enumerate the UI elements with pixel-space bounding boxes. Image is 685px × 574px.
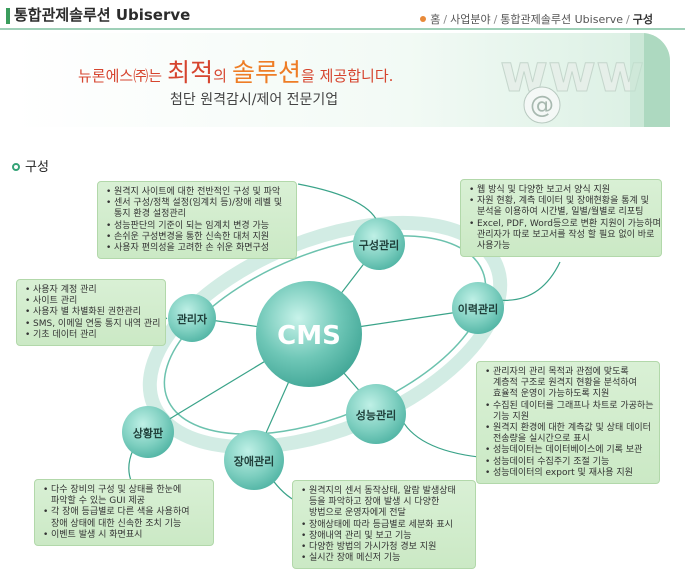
node-perf: 성능관리 [356,408,396,422]
box-config: 원격지 사이트에 대한 전반적인 구성 및 파악 센서 구성/정책 설정(임계치… [97,181,297,260]
box-history: 웹 방식 및 다양한 보고서 양식 지원 자원 현황, 계측 데이터 및 장애현… [460,179,662,258]
page-header: 통합관제솔루션 Ubiserve 홈/사업분야/통합관제솔루션 Ubiserve… [0,0,685,30]
list-item: 관리자가 따로 보고서를 작성 할 필요 없이 바로 [477,229,655,240]
node-admin: 관리자 [177,312,208,326]
node-status: 상황판 [133,426,163,440]
list-item: 다양한 방법의 가시가청 경보 지원 [301,542,469,553]
list-item: 이벤트 발생 시 화면표시 [43,530,207,541]
slogan-subtitle: 첨단 원격감시/제어 전문기업 [170,92,339,108]
slogan-solution: 솔루션 [232,58,302,87]
list-item: 성능데이터의 export 및 재사용 지원 [485,468,653,479]
cms-diagram: CMS 구성관리 이력관리 성능관리 장애관리 상황판 관리자 원격지 사이트에… [0,170,685,574]
list-item: 원격지의 센서 동작상태, 알람 발생상태 [301,486,469,497]
list-item: 사용자 별 차별화된 권한관리 [25,307,159,318]
list-item: 장애내역 관리 및 보고 기능 [301,531,469,542]
circle-bullet-icon [12,163,20,171]
page-title: 통합관제솔루션 Ubiserve [14,6,191,24]
list-item: 수집된 데이터를 그래프나 차트로 가공하는 [485,401,654,412]
slogan-of: 의 [213,67,227,85]
at-icon: @ [530,91,554,119]
list-item: 사이트 관리 [25,296,159,307]
list-item: 통지 환경 설정관리 [114,209,186,220]
list-item: 실시간 장애 메신저 기능 [301,553,469,564]
breadcrumb: 홈/사업분야/통합관제솔루션 Ubiserve/구성 [420,11,653,27]
list-item: 자원 현황, 계측 데이터 및 장애현황을 통계 및 [469,196,655,207]
node-history-circle [452,282,504,334]
list-item: 분석을 이용하여 시간별, 일별/월별로 리포팅 [477,207,644,218]
list-item: 손쉬운 구성변경을 통한 신속한 대처 지원 [106,232,290,243]
node-fault-circle [224,430,284,490]
list-item: 효율적 운영이 가능하도록 지원 [493,389,610,400]
home-icon [420,16,427,22]
slogan-company: 뉴론에스㈜는 [78,67,163,85]
node-config: 구성관리 [359,238,399,252]
breadcrumb-home[interactable]: 홈 [430,13,441,26]
list-item: 파악할 수 있는 GUI 제공 [51,496,145,507]
list-item: 사용자 계정 관리 [25,285,159,296]
node-history: 이력관리 [458,302,498,316]
list-item: SMS, 이메일 연동 통지 내역 관리 [25,319,160,330]
breadcrumb-business[interactable]: 사업분야 [450,13,491,26]
title-marker [6,8,10,24]
list-item: 관리자의 관리 목적과 관점에 맞도록 [485,367,653,378]
www-illustration: www @ [500,33,670,127]
list-item: 계층적 구조로 원격지 현황을 분석하여 [493,378,637,389]
slogan-banner: www @ 뉴론에스㈜는 최적의 솔루션을 제공합니다. 첨단 원격감시/제어 … [14,33,670,127]
list-item: 원격지 사이트에 대한 전반적인 구성 및 파악 [106,187,290,198]
list-item: 기능 지원 [493,411,529,422]
list-item: 원격지 환경에 대한 계측값 및 상태 데이터 [485,423,653,434]
slogan: 뉴론에스㈜는 최적의 솔루션을 제공합니다. [78,53,393,89]
breadcrumb-ubiserve[interactable]: 통합관제솔루션 Ubiserve [500,13,624,26]
list-item: 사용가능 [477,241,511,252]
list-item: 방법으로 운영자에게 전달 [309,508,406,519]
list-item: 기초 데이터 관리 [25,330,159,341]
www-art-text: www [500,44,644,104]
list-item: 사용자 편의성을 고려한 손 쉬운 화면구성 [106,243,290,254]
node-admin-circle [168,294,216,342]
list-item: 웹 방식 및 다양한 보고서 양식 지원 [469,185,655,196]
box-admin: 사용자 계정 관리 사이트 관리 사용자 별 차별화된 권한관리 SMS, 이메… [16,279,166,347]
node-perf-circle [346,384,406,444]
section-heading: 구성 [12,156,49,175]
node-fault: 장애관리 [234,454,274,468]
breadcrumb-current: 구성 [632,13,653,26]
node-status-circle [122,406,174,458]
node-config-circle [353,218,405,270]
box-perf: 관리자의 관리 목적과 관점에 맞도록 계층적 구조로 원격지 현황을 분석하여… [476,361,660,485]
box-fault: 원격지의 센서 동작상태, 알람 발생상태 등을 파악하고 장애 발생 시 다양… [292,480,476,570]
list-item: 각 장애 등급별로 다른 색을 사용하여 [43,507,207,518]
list-item: 센서 구성/정책 설정(임계치 등)/장애 레벨 및 [106,198,290,209]
list-item: 성능데이터는 데이터베이스에 기록 보관 [485,445,653,456]
list-item: 전송량을 실시간으로 표시 [493,434,590,445]
cms-center-circle [256,281,362,387]
slogan-best: 최적 [167,58,214,87]
list-item: Excel, PDF, Word등으로 변환 지원이 가능하며 [469,219,661,230]
list-item: 성능데이터 수집주기 조절 기능 [485,457,653,468]
slogan-provide: 을 제공합니다. [301,67,394,85]
section-heading-text: 구성 [25,160,49,175]
list-item: 장애 상태에 대한 신속한 조치 기능 [51,518,182,529]
box-status: 다수 장비의 구성 및 상태를 한눈에 파악할 수 있는 GUI 제공 각 장애… [34,479,214,547]
list-item: 다수 장비의 구성 및 상태를 한눈에 [43,485,207,496]
cms-center-label: CMS [277,321,341,351]
list-item: 등을 파악하고 장애 발생 시 다양한 [309,497,440,508]
list-item: 성능판단의 기준이 되는 임계치 변경 가능 [106,221,290,232]
list-item: 장애상태에 따라 등급별로 세분화 표시 [301,520,469,531]
